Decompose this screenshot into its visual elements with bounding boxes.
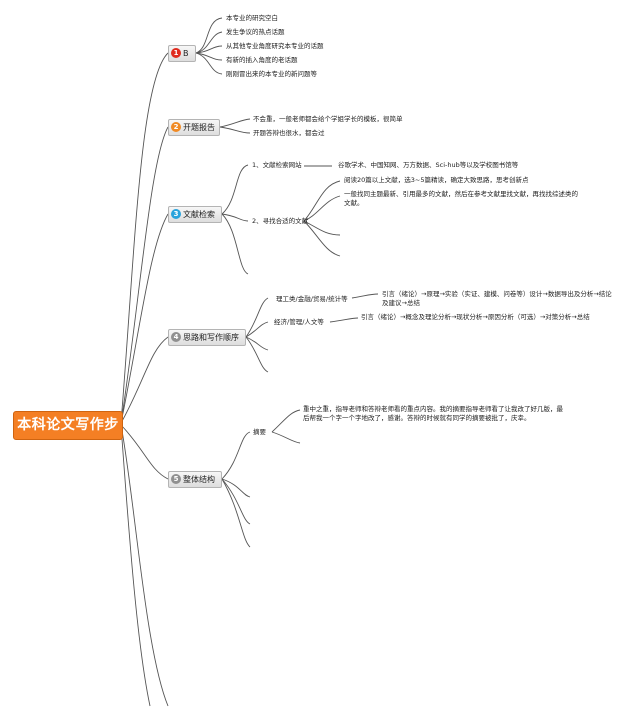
proposal-note-1[interactable]: 不会重，一般老师都会给个学姐学长的模板，很简单 xyxy=(253,115,403,123)
proposal-note-2[interactable]: 开题答辩也很水，都会过 xyxy=(253,129,325,137)
topic-research-gap[interactable]: 本专业的研究空白 xyxy=(226,14,278,22)
number-badge-icon: 1 xyxy=(171,47,181,58)
abstract-section[interactable]: 摘要 xyxy=(253,428,266,436)
humanities-writing-order[interactable]: 引言（绪论）→概念及理论分析→现状分析→原因分析（可选）→对策分析→总结 xyxy=(361,313,590,321)
number-badge-icon: 3 xyxy=(171,208,181,219)
literature-sites[interactable]: 1、文献检索网站 xyxy=(252,161,302,169)
stem-category[interactable]: 理工类/金融/贸易/统计等 xyxy=(276,295,348,303)
stem-writing-order[interactable]: 引言（绪论）→原理→实验（实证、建模、问卷等）设计→数据导出及分析→结论及建议→… xyxy=(382,290,612,307)
literature-sites-detail[interactable]: 谷歌学术、中国知网、万方数据、Sci-hub等以及学校图书馆等 xyxy=(338,161,519,169)
branch-label: 思路和写作顺序 xyxy=(183,333,239,342)
topic-cross-discipline[interactable]: 从其他专业角度研究本专业的话题 xyxy=(226,42,324,50)
find-literature-detail-1[interactable]: 阅读20篇以上文献，选3~5篇精读，确定大致思路，思考创新点 xyxy=(344,176,529,184)
humanities-category[interactable]: 经济/管理/人文等 xyxy=(274,318,324,326)
number-badge-icon: 2 xyxy=(171,121,181,132)
topic-new-problem[interactable]: 刚刚冒出来的本专业的新问题等 xyxy=(226,70,317,78)
topic-hot-debate[interactable]: 发生争议的热点话题 xyxy=(226,28,285,36)
branch-label: 整体结构 xyxy=(183,475,215,484)
branch-label: B xyxy=(183,49,189,58)
topic-new-angle[interactable]: 有新的插入角度的老话题 xyxy=(226,56,298,64)
find-literature[interactable]: 2、寻找合适的文献 xyxy=(252,217,309,225)
branch-label: 文献检索 xyxy=(183,210,215,219)
find-literature-detail-2[interactable]: 一般找同主题最新、引用最多的文献，然后在参考文献里找文献，再找找综述类的文献。 xyxy=(344,190,578,207)
branch-label: 开题报告 xyxy=(183,123,215,132)
number-badge-icon: 4 xyxy=(171,331,181,342)
abstract-detail[interactable]: 重中之重，指导老师和答辩老师看的重点内容。我的摘要指导老师看了让我改了好几版，最… xyxy=(303,405,563,422)
root-topic[interactable]: 本科论文写作步骤 xyxy=(13,411,123,460)
number-badge-icon: 5 xyxy=(171,473,181,484)
